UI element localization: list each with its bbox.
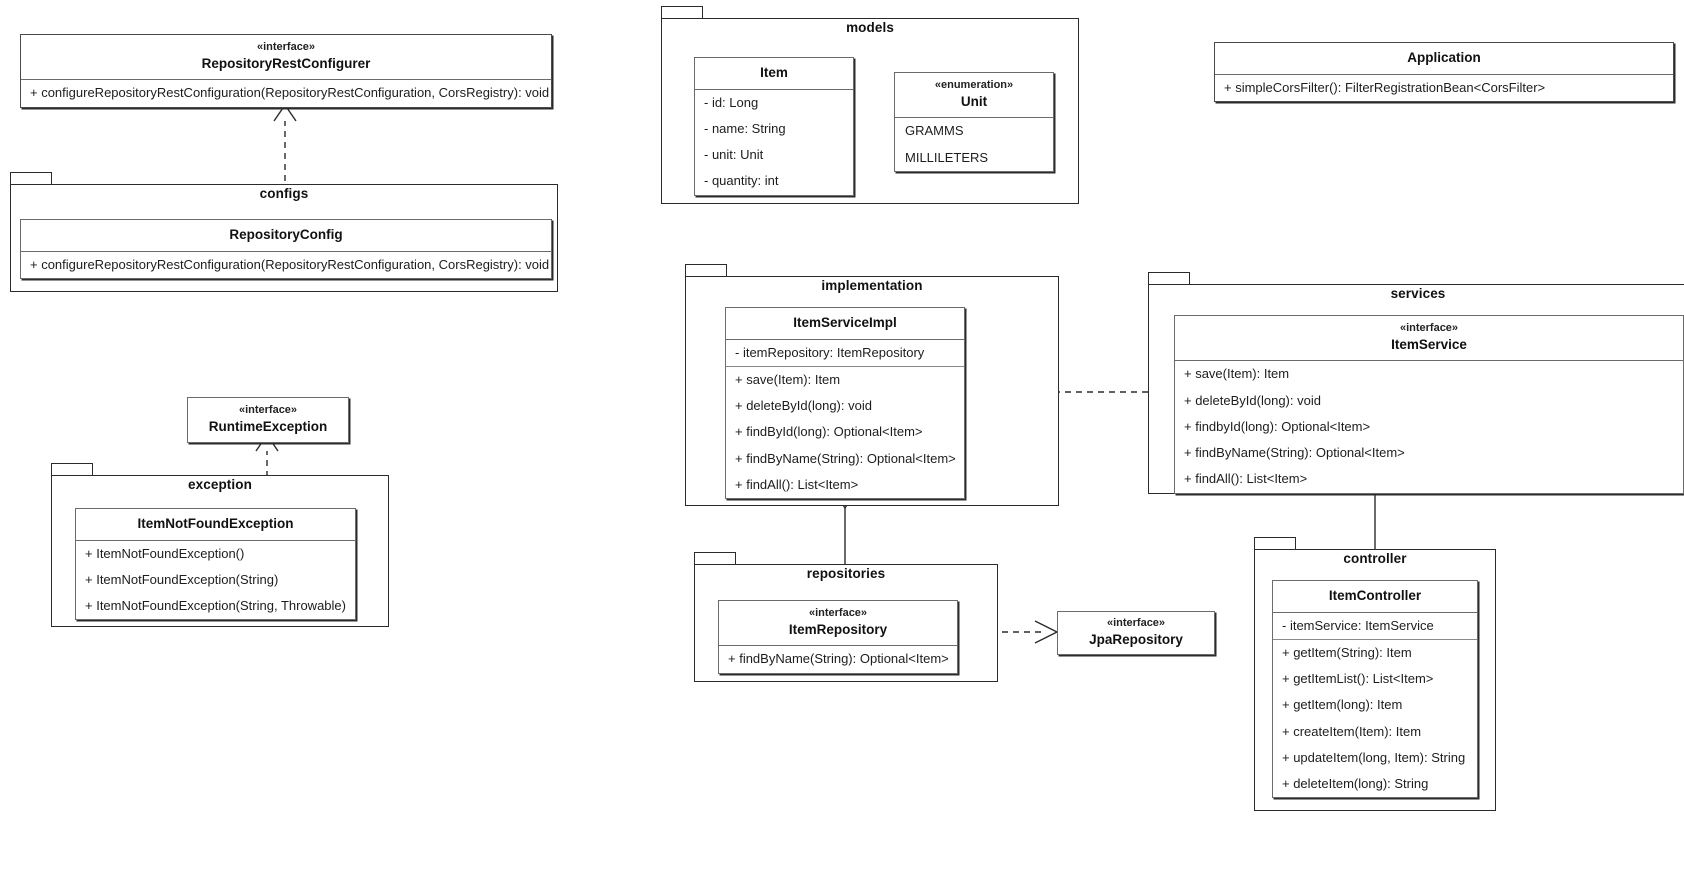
class-jpa-repository[interactable]: «interface» JpaRepository bbox=[1057, 611, 1215, 656]
class-header: ItemServiceImpl bbox=[726, 308, 964, 340]
class-item[interactable]: Item - id: Long - name: String - unit: U… bbox=[694, 57, 854, 196]
class-attribute-row: - unit: Unit bbox=[704, 147, 764, 163]
package-label: exception bbox=[188, 477, 252, 492]
class-name: ItemService bbox=[1391, 336, 1467, 352]
class-attributes-section: - itemService: ItemService bbox=[1273, 613, 1477, 640]
package-label: services bbox=[1390, 286, 1446, 301]
class-stereotype: «interface» bbox=[238, 404, 298, 416]
package-tab bbox=[1254, 537, 1296, 550]
class-methods-section: + configureRepositoryRestConfiguration(R… bbox=[21, 252, 551, 278]
package-tab bbox=[685, 264, 727, 277]
package-tab bbox=[1148, 272, 1190, 285]
class-attributes-section: - id: Long - name: String - unit: Unit -… bbox=[695, 90, 853, 195]
class-method-row: + findByName(String): Optional<Item> bbox=[735, 450, 956, 466]
class-method-row: + findByName(String): Optional<Item> bbox=[728, 651, 949, 667]
class-name: RuntimeException bbox=[208, 418, 328, 434]
class-method-row: + getItem(long): Item bbox=[1282, 697, 1403, 713]
package-label: implementation bbox=[821, 278, 923, 293]
class-header: ItemNotFoundException bbox=[76, 509, 355, 541]
class-header: «interface» RuntimeException bbox=[188, 398, 348, 443]
class-method-row: + configureRepositoryRestConfiguration(R… bbox=[30, 256, 550, 272]
package-tab bbox=[661, 6, 703, 19]
class-stereotype: «interface» bbox=[1399, 322, 1459, 334]
class-name: ItemController bbox=[1328, 588, 1422, 603]
class-name: Item bbox=[760, 65, 788, 80]
package-label: models bbox=[846, 20, 894, 35]
class-method-row: + deleteItem(long): String bbox=[1282, 776, 1429, 792]
class-method-row: + findByName(String): Optional<Item> bbox=[1184, 445, 1405, 461]
enum-literals-section: GRAMMS MILLILETERS bbox=[895, 118, 1053, 171]
class-method-row: + save(Item): Item bbox=[735, 371, 841, 387]
enum-literal-row: MILLILETERS bbox=[905, 149, 989, 165]
class-method-row: + getItemList(): List<Item> bbox=[1282, 671, 1434, 687]
class-methods-section: + simpleCorsFilter(): FilterRegistration… bbox=[1215, 75, 1673, 101]
class-name: JpaRepository bbox=[1089, 631, 1183, 647]
class-repository-config[interactable]: RepositoryConfig + configureRepositoryRe… bbox=[20, 219, 552, 279]
class-method-row: + ItemNotFoundException(String) bbox=[85, 571, 279, 587]
enum-literal-row: GRAMMS bbox=[905, 123, 964, 139]
class-header: «interface» ItemRepository bbox=[719, 601, 957, 647]
class-header: «interface» ItemService bbox=[1175, 316, 1683, 362]
class-application[interactable]: Application + simpleCorsFilter(): Filter… bbox=[1214, 42, 1674, 102]
class-item-controller[interactable]: ItemController - itemService: ItemServic… bbox=[1272, 580, 1478, 799]
class-method-row: + deleteById(long): void bbox=[735, 398, 872, 414]
package-tab bbox=[694, 552, 736, 565]
class-stereotype: «interface» bbox=[808, 607, 868, 619]
package-tab bbox=[10, 172, 52, 185]
class-method-row: + ItemNotFoundException() bbox=[85, 545, 245, 561]
class-method-row: + findbyId(long): Optional<Item> bbox=[1184, 418, 1371, 434]
class-methods-section: + findByName(String): Optional<Item> bbox=[719, 646, 957, 672]
class-methods-section: + getItem(String): Item + getItemList():… bbox=[1273, 640, 1477, 798]
class-attribute-row: - quantity: int bbox=[704, 173, 779, 189]
class-header: «enumeration» Unit bbox=[895, 73, 1053, 119]
class-runtime-exception[interactable]: «interface» RuntimeException bbox=[187, 397, 349, 444]
class-name: Application bbox=[1407, 50, 1481, 65]
class-attribute-row: - name: String bbox=[704, 120, 786, 136]
class-item-not-found-exception[interactable]: ItemNotFoundException + ItemNotFoundExce… bbox=[75, 508, 356, 621]
class-item-service[interactable]: «interface» ItemService + save(Item): It… bbox=[1174, 315, 1684, 494]
class-method-row: + findAll(): List<Item> bbox=[735, 476, 859, 492]
class-method-row: + updateItem(long, Item): String bbox=[1282, 749, 1466, 765]
class-name: ItemServiceImpl bbox=[793, 315, 897, 330]
class-method-row: + simpleCorsFilter(): FilterRegistration… bbox=[1224, 79, 1546, 95]
class-method-row: + deleteById(long): void bbox=[1184, 392, 1321, 408]
class-methods-section: + ItemNotFoundException() + ItemNotFound… bbox=[76, 541, 355, 620]
class-method-row: + findById(long): Optional<Item> bbox=[735, 424, 923, 440]
class-attribute-row: - itemRepository: ItemRepository bbox=[735, 344, 925, 360]
class-method-row: + save(Item): Item bbox=[1184, 366, 1290, 382]
class-header: «interface» RepositoryRestConfigurer bbox=[21, 35, 551, 81]
class-method-row: + ItemNotFoundException(String, Throwabl… bbox=[85, 598, 346, 614]
class-header: ItemController bbox=[1273, 581, 1477, 613]
package-label: repositories bbox=[806, 566, 886, 581]
class-method-row: + configureRepositoryRestConfiguration(R… bbox=[30, 85, 550, 101]
class-header: RepositoryConfig bbox=[21, 220, 551, 252]
class-repository-rest-configurer[interactable]: «interface» RepositoryRestConfigurer + c… bbox=[20, 34, 552, 108]
class-methods-section: + save(Item): Item + deleteById(long): v… bbox=[726, 367, 964, 498]
class-name: RepositoryConfig bbox=[229, 227, 343, 242]
class-method-row: + createItem(Item): Item bbox=[1282, 723, 1422, 739]
class-item-service-impl[interactable]: ItemServiceImpl - itemRepository: ItemRe… bbox=[725, 307, 965, 500]
class-header: Application bbox=[1215, 43, 1673, 75]
class-item-repository[interactable]: «interface» ItemRepository + findByName(… bbox=[718, 600, 958, 674]
class-name: RepositoryRestConfigurer bbox=[201, 55, 371, 71]
class-attributes-section: - itemRepository: ItemRepository bbox=[726, 340, 964, 367]
class-methods-section: + configureRepositoryRestConfiguration(R… bbox=[21, 80, 551, 106]
class-method-row: + findAll(): List<Item> bbox=[1184, 471, 1308, 487]
class-method-row: + getItem(String): Item bbox=[1282, 644, 1412, 660]
class-name: ItemRepository bbox=[788, 621, 888, 637]
class-name: ItemNotFoundException bbox=[137, 516, 294, 531]
class-header: «interface» JpaRepository bbox=[1058, 612, 1214, 655]
package-tab bbox=[51, 463, 93, 476]
class-header: Item bbox=[695, 58, 853, 90]
package-label: configs bbox=[259, 186, 309, 201]
package-label: controller bbox=[1343, 551, 1407, 566]
class-attribute-row: - itemService: ItemService bbox=[1282, 617, 1434, 633]
class-stereotype: «enumeration» bbox=[934, 79, 1014, 91]
class-stereotype: «interface» bbox=[256, 41, 316, 53]
class-unit-enumeration[interactable]: «enumeration» Unit GRAMMS MILLILETERS bbox=[894, 72, 1054, 172]
class-attribute-row: - id: Long bbox=[704, 94, 759, 110]
class-methods-section: + save(Item): Item + deleteById(long): v… bbox=[1175, 361, 1683, 492]
class-stereotype: «interface» bbox=[1106, 617, 1166, 629]
class-name: Unit bbox=[960, 93, 988, 109]
